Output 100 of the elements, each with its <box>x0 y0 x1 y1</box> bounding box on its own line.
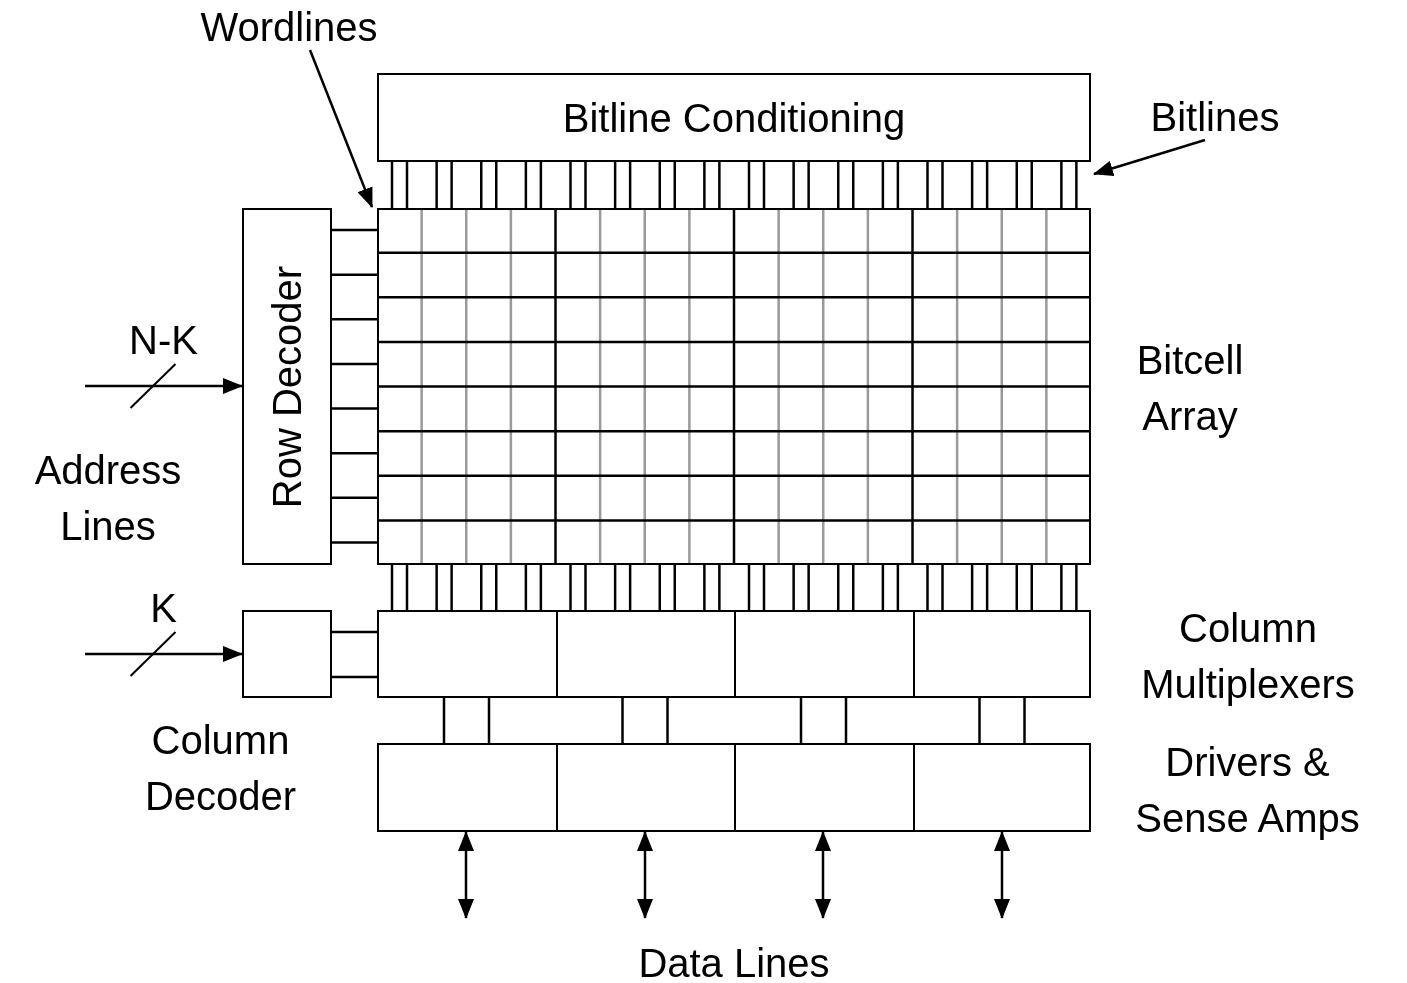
block-label: Column Multiplexers <box>1140 605 1356 708</box>
wire <box>658 565 661 610</box>
double-arrow <box>994 831 1010 919</box>
wire <box>807 565 810 610</box>
wire <box>524 162 528 208</box>
wire <box>1060 162 1063 208</box>
wire <box>487 698 491 743</box>
wire <box>658 162 661 208</box>
wire <box>584 565 587 610</box>
block-label: Drivers & Sense Amps <box>1134 739 1361 842</box>
wire <box>799 698 803 743</box>
wire <box>970 565 974 610</box>
callout-text: Wordlines <box>183 4 395 50</box>
wire <box>1015 162 1018 208</box>
wire <box>941 162 944 208</box>
wire <box>762 162 766 208</box>
wire <box>332 630 377 634</box>
wire <box>332 675 377 679</box>
wire <box>881 162 885 208</box>
edge-label: K <box>149 588 178 628</box>
wire <box>435 565 438 610</box>
wire <box>703 565 706 610</box>
wire <box>1015 565 1018 610</box>
wire <box>747 162 751 208</box>
wire <box>569 162 572 208</box>
wire <box>332 407 377 410</box>
wire <box>569 565 572 610</box>
wire <box>896 162 900 208</box>
wire <box>405 162 409 208</box>
sense-amp-block <box>377 743 1091 832</box>
wire <box>666 698 669 743</box>
wire <box>435 162 438 208</box>
callout-text: Bitlines <box>1136 94 1294 140</box>
decoder-block: Row Decoder <box>242 208 332 565</box>
wire <box>613 565 617 610</box>
wire <box>703 162 706 208</box>
wire <box>450 565 453 610</box>
wire <box>718 565 721 610</box>
wire <box>852 565 855 610</box>
double-arrow <box>637 831 653 919</box>
wire <box>807 162 810 208</box>
wire <box>1023 698 1026 743</box>
wire <box>332 451 377 455</box>
wire <box>970 162 974 208</box>
wire <box>332 362 377 366</box>
wire <box>837 565 840 610</box>
wire <box>673 162 676 208</box>
wire <box>450 162 453 208</box>
leader-arrow <box>308 49 374 208</box>
wire <box>762 565 766 610</box>
wire <box>844 698 848 743</box>
wire <box>926 162 929 208</box>
edge-label: N-K <box>128 320 199 360</box>
wire <box>628 162 632 208</box>
wire <box>495 162 498 208</box>
caption-text: Data Lines <box>637 940 831 983</box>
wire <box>613 162 617 208</box>
wire <box>628 565 632 610</box>
wire <box>524 565 528 610</box>
wire <box>673 565 676 610</box>
wire <box>332 318 377 321</box>
wire <box>1075 162 1078 208</box>
wire <box>390 162 394 208</box>
bus-arrow <box>85 646 243 662</box>
wire <box>390 565 394 610</box>
wire <box>881 565 885 610</box>
double-arrow <box>815 831 831 919</box>
wire <box>442 698 446 743</box>
wire <box>978 698 981 743</box>
wire <box>1075 565 1078 610</box>
wire <box>985 565 989 610</box>
wire <box>584 162 587 208</box>
wire <box>480 162 483 208</box>
caption-text: Address Lines <box>33 447 183 550</box>
wire <box>405 565 409 610</box>
wire <box>539 565 543 610</box>
wire <box>985 162 989 208</box>
wire <box>792 162 795 208</box>
decoder-block <box>242 610 332 698</box>
wire <box>852 162 855 208</box>
leader-arrow <box>1093 138 1206 177</box>
block-label: Bitcell Array <box>1135 337 1245 440</box>
wire <box>332 273 377 276</box>
wire <box>495 565 498 610</box>
wire <box>332 228 377 232</box>
wire <box>896 565 900 610</box>
wire <box>837 162 840 208</box>
wire <box>1030 565 1033 610</box>
wire <box>792 565 795 610</box>
wire <box>941 565 944 610</box>
wire <box>747 565 751 610</box>
wire <box>1030 162 1033 208</box>
wire <box>926 565 929 610</box>
double-arrow <box>458 831 474 919</box>
wire <box>1060 565 1063 610</box>
wire <box>332 541 377 544</box>
wire <box>621 698 624 743</box>
wire <box>539 162 543 208</box>
wire <box>718 162 721 208</box>
conditioning-block: Bitline Conditioning <box>377 73 1091 162</box>
